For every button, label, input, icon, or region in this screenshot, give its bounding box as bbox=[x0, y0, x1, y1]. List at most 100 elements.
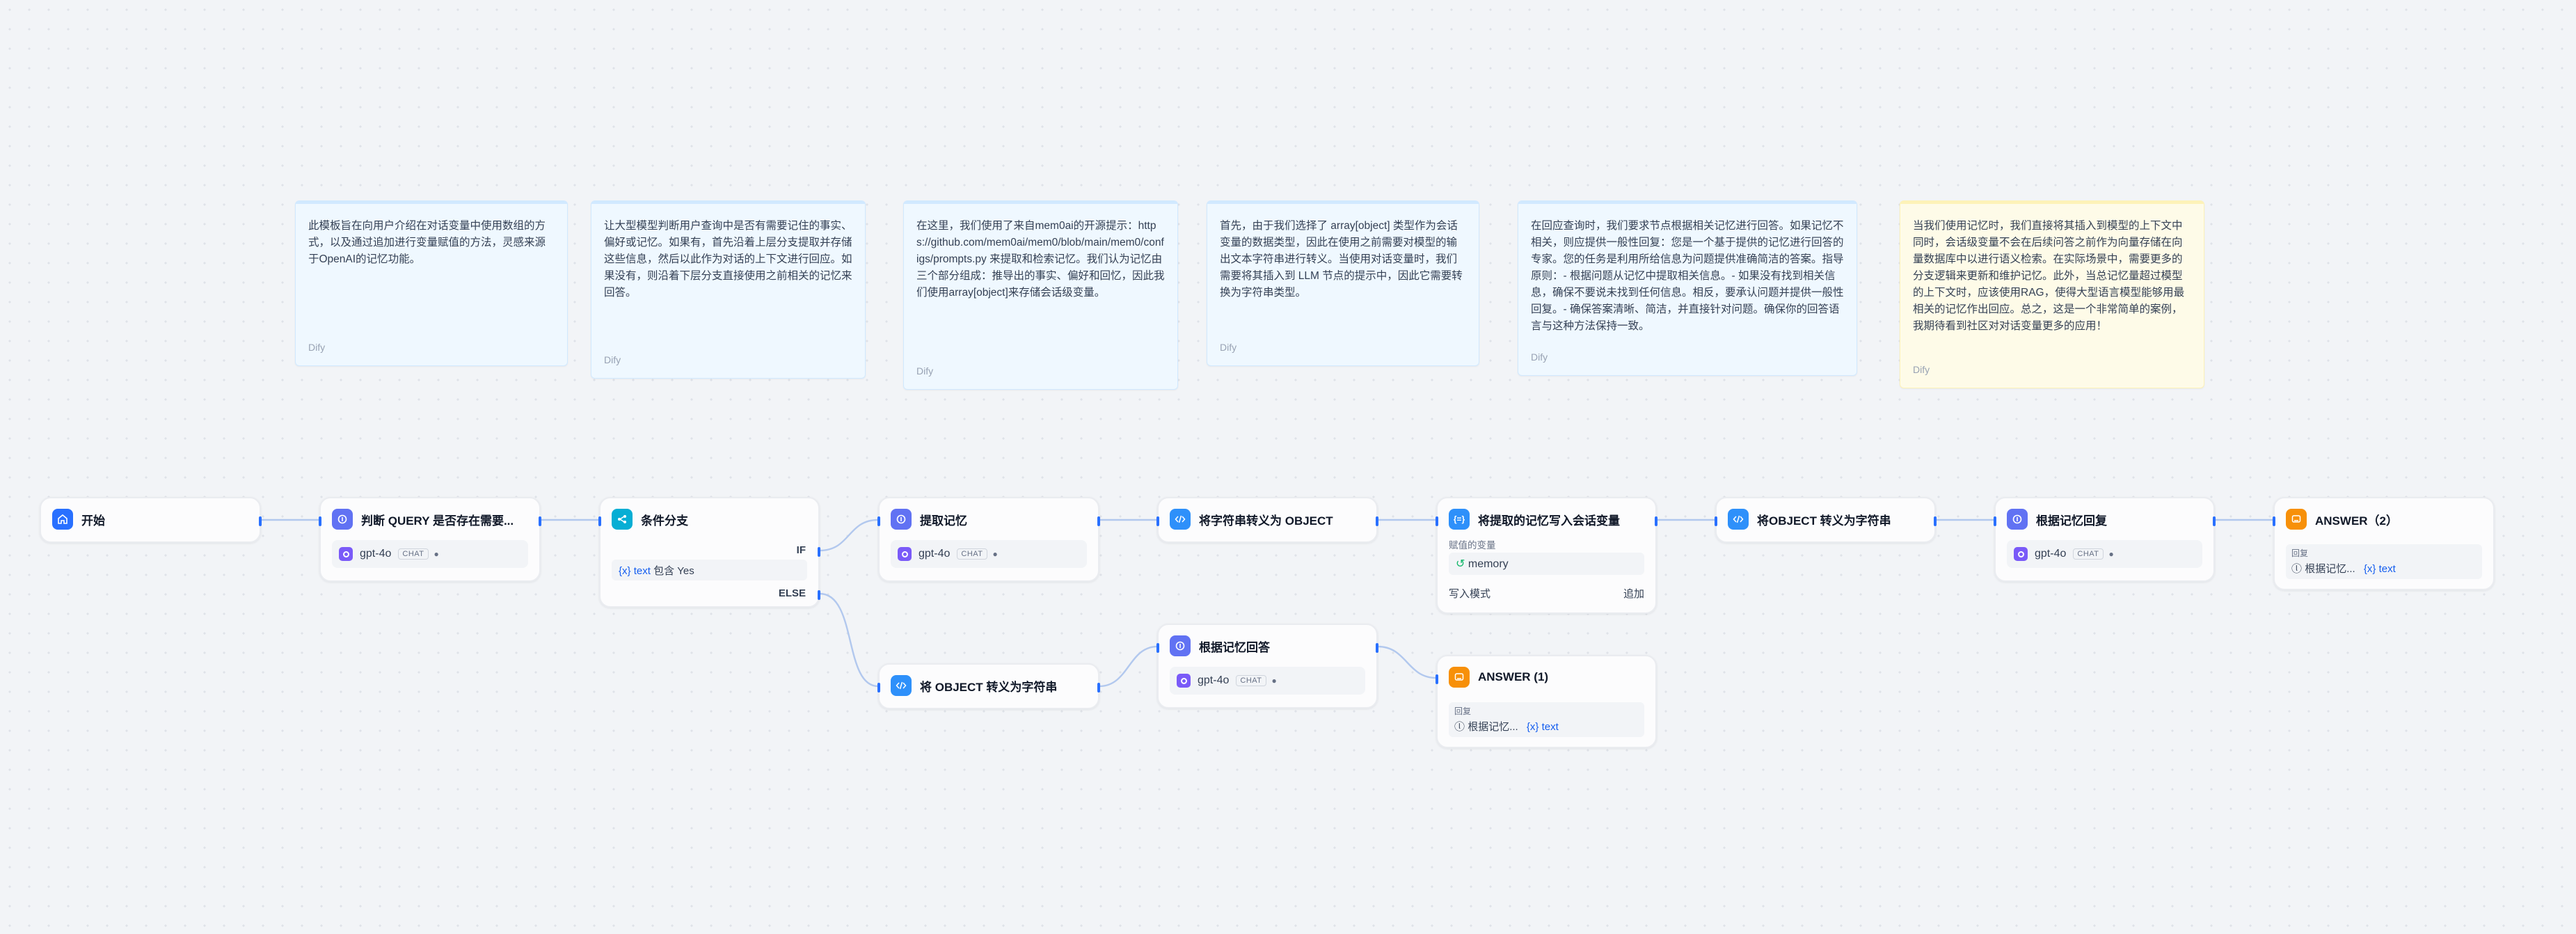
output-handle[interactable] bbox=[1934, 516, 1937, 526]
note-author: Dify bbox=[916, 365, 934, 377]
node-title: 将提取的记忆写入会话变量 bbox=[1478, 514, 1620, 528]
variable-icon: {x} bbox=[2363, 563, 2376, 575]
llm-ref-icon: ⓛ bbox=[2291, 563, 2303, 575]
note-text: 当我们使用记忆时，我们直接将其插入到模型的上下文中同时，会话级变量不会在后续问答… bbox=[1913, 220, 2185, 332]
output-handle[interactable] bbox=[1655, 516, 1657, 526]
answer-label: 回复 bbox=[1454, 706, 1472, 716]
input-handle[interactable] bbox=[877, 683, 880, 692]
input-handle[interactable] bbox=[1156, 516, 1159, 526]
assigner-icon: {=} bbox=[1449, 509, 1470, 530]
output-handle[interactable] bbox=[1097, 683, 1100, 692]
node-title: 将 OBJECT 转义为字符串 bbox=[920, 680, 1058, 694]
edge-obj2str-answermem bbox=[1099, 645, 1158, 688]
note-4[interactable]: 首先，由于我们选择了 array[object] 类型作为会话变量的数据类型，因… bbox=[1207, 200, 1479, 366]
ref-variable: text bbox=[1541, 721, 1559, 733]
else-label: ELSE bbox=[778, 587, 806, 599]
code-icon bbox=[891, 675, 912, 696]
output-handle[interactable] bbox=[1376, 643, 1378, 653]
model-mode-badge: CHAT bbox=[2073, 548, 2104, 560]
note-6[interactable]: 当我们使用记忆时，我们直接将其插入到模型的上下文中同时，会话级变量不会在后续问答… bbox=[1900, 200, 2204, 388]
node-extract-memory[interactable]: 提取记忆 gpt-4o CHAT ● bbox=[877, 497, 1100, 582]
input-handle[interactable] bbox=[1994, 516, 1996, 526]
node-title: 将OBJECT 转义为字符串 bbox=[1757, 514, 1891, 528]
conversation-variable-icon: ↺ bbox=[1456, 558, 1465, 570]
assigned-variable-label: 赋值的变量 bbox=[1449, 540, 1496, 551]
node-object-to-string-b[interactable]: 将 OBJECT 转义为字符串 bbox=[877, 663, 1100, 709]
llm-ref-icon: ⓛ bbox=[1454, 721, 1465, 733]
model-selector[interactable]: gpt-4o CHAT ● bbox=[1170, 667, 1365, 695]
model-mode-badge: CHAT bbox=[398, 548, 429, 560]
condition-value: Yes bbox=[677, 565, 694, 577]
openai-icon bbox=[2014, 547, 2028, 561]
input-handle[interactable] bbox=[1156, 643, 1159, 653]
node-reply-from-memory[interactable]: 根据记忆回复 gpt-4o CHAT ● bbox=[1994, 497, 2216, 582]
answer-output: 回复 ⓛ 根据记忆... {x} text bbox=[1449, 702, 1644, 737]
vision-icon: ● bbox=[992, 549, 998, 559]
output-handle[interactable] bbox=[259, 516, 262, 526]
condition-row: {x} text 包含 Yes bbox=[612, 560, 807, 580]
node-answer-1[interactable]: ANSWER (1) 回复 ⓛ 根据记忆... {x} text bbox=[1436, 655, 1657, 748]
if-label: IF bbox=[796, 544, 806, 556]
node-string-to-object[interactable]: 将字符串转义为 OBJECT bbox=[1156, 497, 1378, 543]
output-handle[interactable] bbox=[539, 516, 541, 526]
input-handle[interactable] bbox=[1715, 516, 1717, 526]
model-name: gpt-4o bbox=[1198, 674, 1230, 686]
llm-icon bbox=[2007, 509, 2028, 530]
code-icon bbox=[1728, 509, 1749, 530]
input-handle[interactable] bbox=[877, 516, 880, 526]
node-answer-from-memory[interactable]: 根据记忆回答 gpt-4o CHAT ● bbox=[1156, 624, 1378, 709]
model-mode-badge: CHAT bbox=[1236, 675, 1266, 686]
vision-icon: ● bbox=[434, 549, 439, 559]
node-title: ANSWER（2） bbox=[2315, 514, 2399, 528]
answer-output: 回复 ⓛ 根据记忆... {x} text bbox=[2286, 544, 2482, 579]
node-title: 将字符串转义为 OBJECT bbox=[1199, 514, 1333, 528]
node-title: 条件分支 bbox=[641, 514, 688, 528]
note-5[interactable]: 在回应查询时，我们要求节点根据相关记忆进行回答。如果记忆不相关，则应提供一般性回… bbox=[1518, 200, 1857, 376]
input-handle[interactable] bbox=[598, 516, 601, 526]
model-name: gpt-4o bbox=[360, 548, 392, 560]
note-text: 首先，由于我们选择了 array[object] 类型作为会话变量的数据类型，因… bbox=[1220, 220, 1463, 299]
else-handle[interactable] bbox=[818, 590, 820, 600]
node-title: 开始 bbox=[81, 514, 105, 528]
note-text: 让大型模型判断用户查询中是否有需要记住的事实、偏好或记忆。如果有，首先沿着上层分… bbox=[604, 220, 852, 299]
note-text: 在这里，我们使用了来自mem0ai的开源提示：https://github.co… bbox=[916, 220, 1165, 299]
output-handle[interactable] bbox=[1097, 516, 1100, 526]
edge-if-extract bbox=[819, 519, 879, 552]
input-handle[interactable] bbox=[319, 516, 321, 526]
ref-node: 根据记忆... bbox=[1468, 721, 1518, 733]
input-handle[interactable] bbox=[2273, 516, 2275, 526]
if-handle[interactable] bbox=[818, 547, 820, 557]
note-2[interactable]: 让大型模型判断用户查询中是否有需要记住的事实、偏好或记忆。如果有，首先沿着上层分… bbox=[591, 200, 866, 379]
llm-icon bbox=[1170, 635, 1191, 656]
node-answer-2[interactable]: ANSWER（2） 回复 ⓛ 根据记忆... {x} text bbox=[2273, 497, 2495, 590]
model-selector[interactable]: gpt-4o CHAT ● bbox=[891, 540, 1087, 568]
write-mode-label: 写入模式 bbox=[1449, 588, 1491, 600]
openai-icon bbox=[1177, 674, 1191, 688]
note-3[interactable]: 在这里，我们使用了来自mem0ai的开源提示：https://github.co… bbox=[903, 200, 1178, 390]
node-if-else[interactable]: 条件分支 IF {x} text 包含 Yes ELSE bbox=[598, 497, 820, 608]
input-handle[interactable] bbox=[1436, 674, 1438, 684]
vision-icon: ● bbox=[2108, 549, 2114, 559]
node-variable-assigner[interactable]: {=} 将提取的记忆写入会话变量 赋值的变量 ↺ memory 写入模式 追加 bbox=[1436, 497, 1657, 614]
llm-icon bbox=[332, 509, 353, 530]
note-author: Dify bbox=[1913, 364, 1930, 375]
output-handle[interactable] bbox=[2213, 516, 2216, 526]
note-1[interactable]: 此模板旨在向用户介绍在对话变量中使用数组的方式，以及通过追加进行变量赋值的方法，… bbox=[295, 200, 568, 366]
node-object-to-string[interactable]: 将OBJECT 转义为字符串 bbox=[1715, 497, 1937, 543]
model-selector[interactable]: gpt-4o CHAT ● bbox=[2007, 540, 2202, 568]
node-start[interactable]: 开始 bbox=[40, 497, 262, 543]
output-handle[interactable] bbox=[1376, 516, 1378, 526]
node-judge-llm[interactable]: 判断 QUERY 是否存在需要... gpt-4o CHAT ● bbox=[319, 497, 541, 582]
node-title: 根据记忆回答 bbox=[1199, 640, 1270, 654]
ref-node: 根据记忆... bbox=[2305, 563, 2355, 575]
assigned-variable: ↺ memory bbox=[1449, 553, 1644, 575]
note-author: Dify bbox=[308, 342, 326, 353]
input-handle[interactable] bbox=[1436, 516, 1438, 526]
model-selector[interactable]: gpt-4o CHAT ● bbox=[332, 540, 528, 568]
openai-icon bbox=[339, 547, 353, 561]
condition-variable: text bbox=[633, 565, 651, 577]
node-title: ANSWER (1) bbox=[1478, 670, 1549, 683]
model-name: gpt-4o bbox=[919, 548, 951, 560]
